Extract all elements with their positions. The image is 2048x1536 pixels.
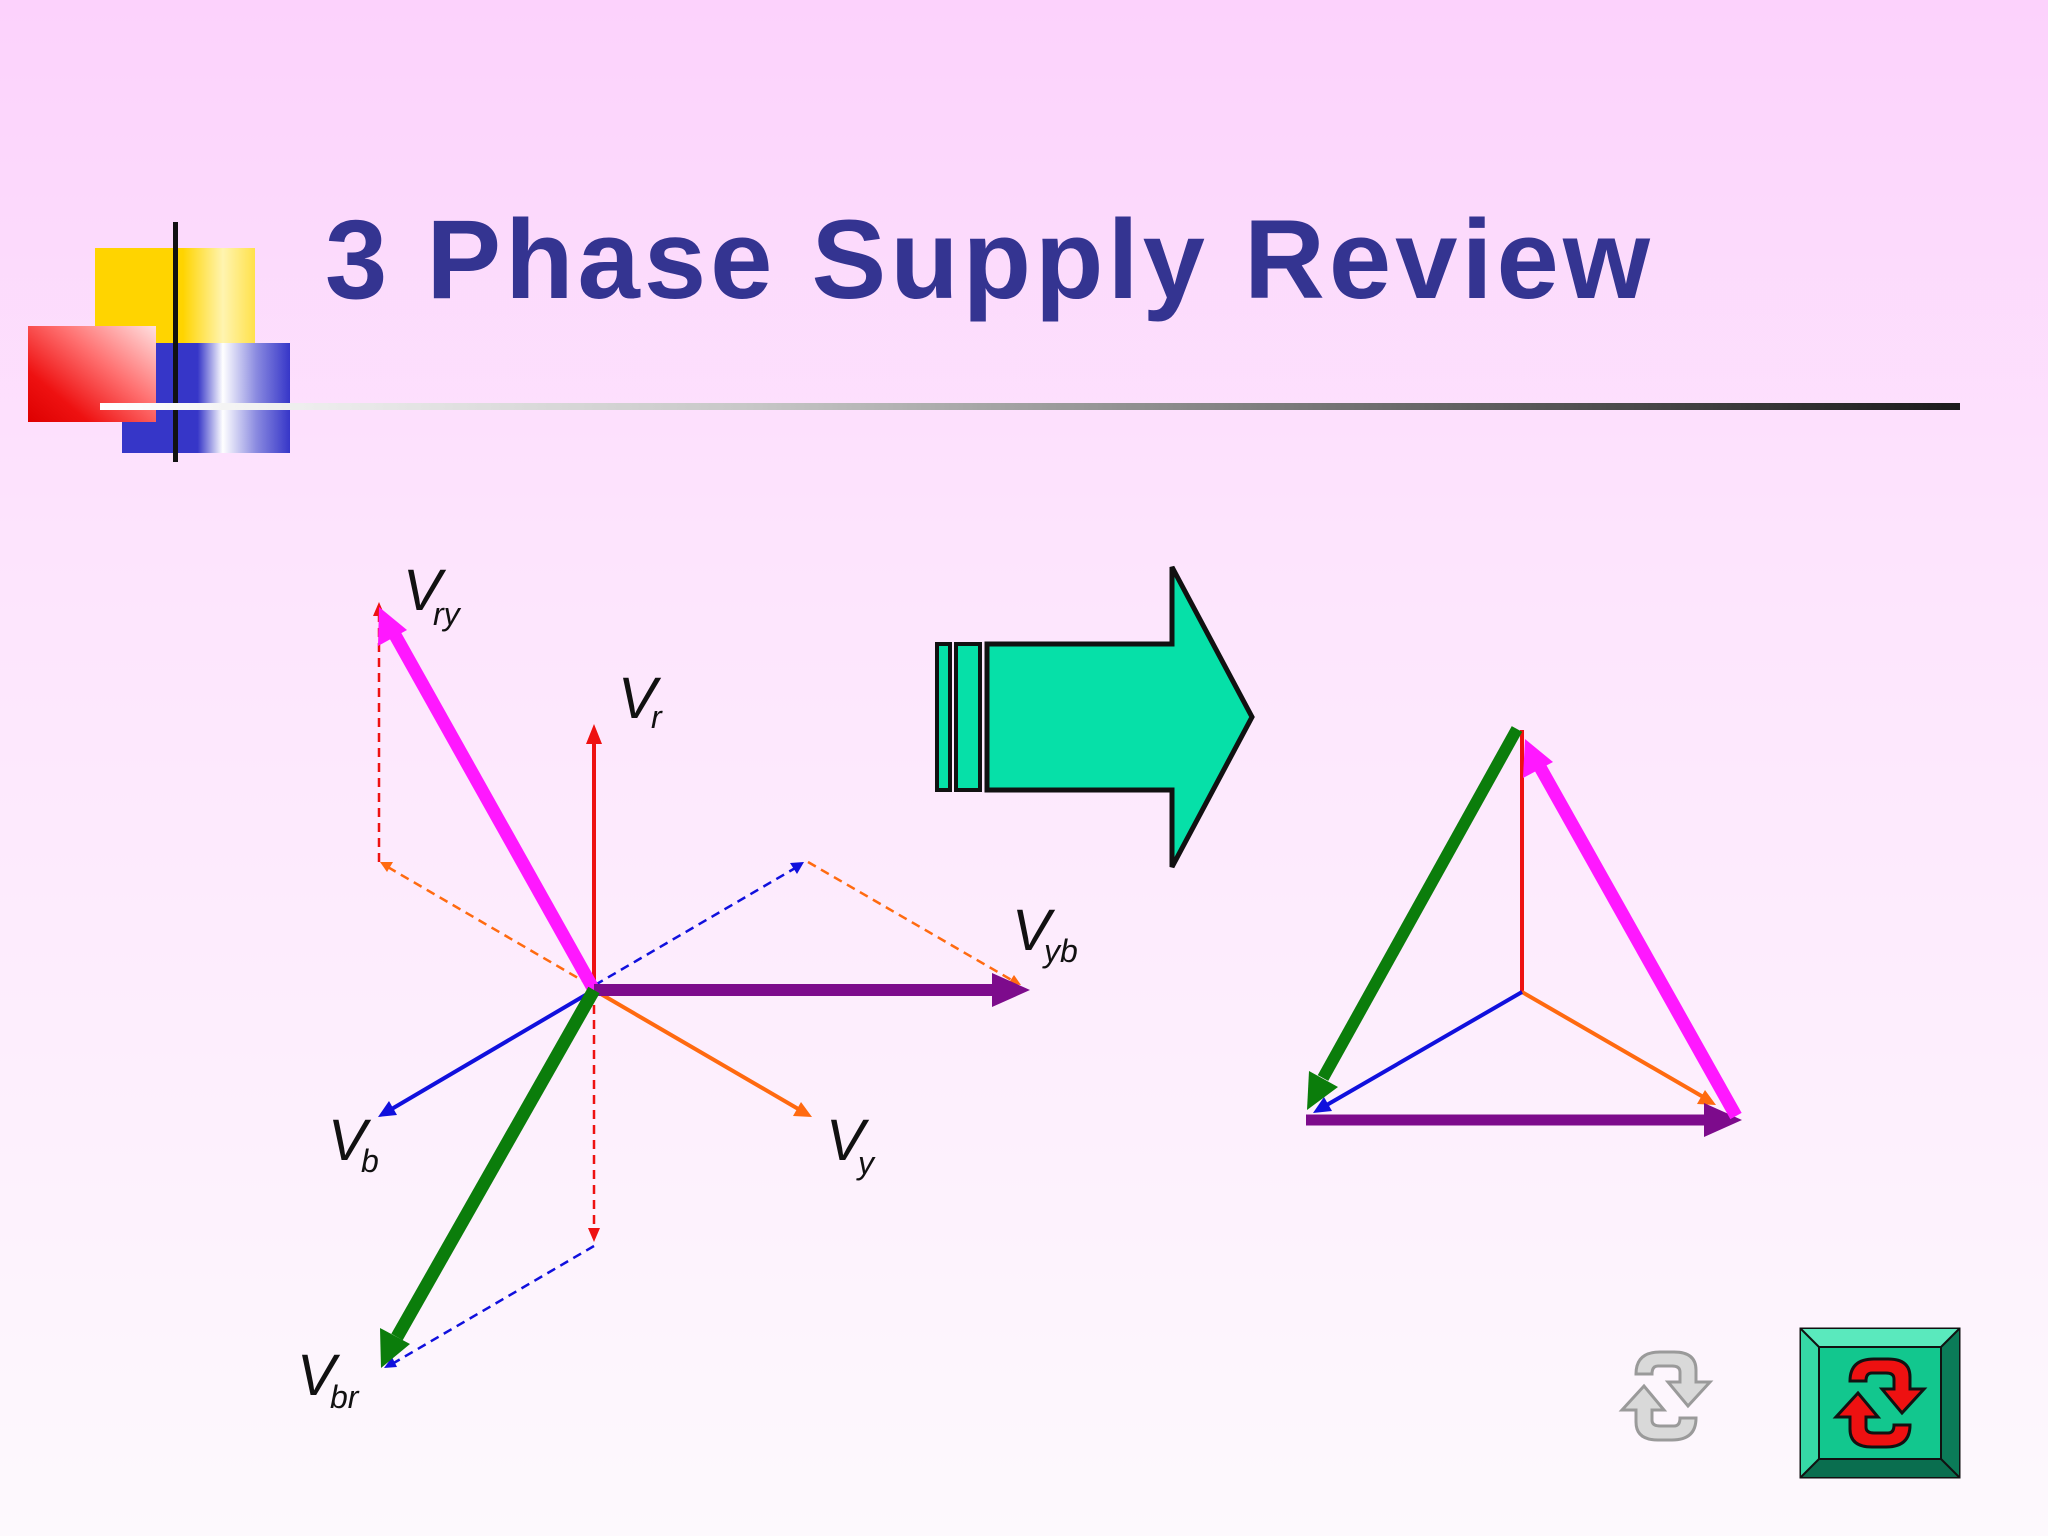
label-vyb-main: V	[1012, 898, 1056, 963]
title-underline	[100, 403, 1960, 410]
phasor-triangle	[1306, 726, 1742, 1137]
return-button-corner-bl	[1800, 1458, 1820, 1478]
label-vr-main: V	[618, 666, 662, 731]
phasor-diagram: V ry V r V yb V b V y V br	[297, 558, 1078, 1415]
color-blocks-decoration	[0, 0, 320, 480]
dashed-vb-shift-head	[384, 1357, 397, 1368]
arrow-tail-stripe-2	[954, 642, 982, 792]
return-button-corner-br	[1940, 1458, 1960, 1478]
phasor-vy	[592, 988, 802, 1112]
dashed-vy-neg	[385, 864, 591, 987]
dashed-vb-neg	[594, 865, 798, 987]
dashed-vy-neg-head	[380, 862, 393, 872]
return-button-bevel-top	[1801, 1329, 1959, 1347]
phasor-vr-head	[586, 724, 602, 744]
label-vry: V ry	[403, 558, 462, 632]
label-vry-sub: ry	[433, 596, 462, 632]
return-button-bevel-right	[1941, 1329, 1959, 1477]
phasor-vbr-head	[380, 1328, 410, 1368]
return-button-bevel-bottom	[1801, 1459, 1959, 1477]
phasor-vbr	[391, 986, 600, 1341]
return-arrows-icon	[1832, 1357, 1928, 1449]
label-vyb-sub: yb	[1042, 933, 1078, 969]
label-vbr: V br	[297, 1343, 360, 1415]
arrow-tail-stripe-1	[935, 642, 952, 792]
dashed-vr-neg-head	[588, 1228, 600, 1242]
phasor-vyb-head	[992, 973, 1030, 1007]
return-button[interactable]	[1799, 1327, 1961, 1479]
phasor-vry	[389, 631, 600, 994]
label-vr-sub: r	[651, 699, 663, 735]
vertical-bar	[173, 222, 178, 462]
label-vy-main: V	[826, 1108, 870, 1173]
right-arrow-icon	[935, 565, 1255, 869]
dashed-vy-shift	[807, 860, 1016, 984]
triangle-vry	[1534, 763, 1742, 1120]
triangle-vbr	[1317, 726, 1523, 1081]
triangle-vry-head	[1523, 739, 1553, 778]
label-vbr-main: V	[297, 1343, 341, 1408]
return-button-corner-tl	[1800, 1328, 1820, 1348]
triangle-vbr-head	[1307, 1071, 1338, 1110]
dashed-vb-neg-head	[790, 862, 804, 874]
label-vr: V r	[618, 666, 663, 735]
return-button-bevel-left	[1801, 1329, 1819, 1477]
label-vy-sub: y	[856, 1145, 876, 1181]
label-vb: V b	[328, 1108, 379, 1179]
return-button-corner-tr	[1940, 1328, 1960, 1348]
label-vyb: V yb	[1012, 898, 1078, 969]
phasor-vb	[388, 988, 596, 1112]
triangle-vy-head	[1697, 1090, 1716, 1105]
label-vb-main: V	[328, 1108, 372, 1173]
slide-title: 3 Phase Supply Review	[325, 197, 1654, 322]
phasor-vb-head	[378, 1101, 397, 1117]
label-vy: V y	[826, 1108, 876, 1181]
return-arrows-icon	[1618, 1350, 1714, 1442]
phasor-vy-head	[793, 1102, 812, 1117]
triangle-vb-head	[1313, 1097, 1332, 1113]
label-vbr-sub: br	[330, 1379, 360, 1415]
label-vb-sub: b	[361, 1143, 379, 1179]
return-button-disabled[interactable]	[1618, 1350, 1714, 1442]
triangle-vyb-head	[1704, 1103, 1742, 1137]
triangle-vb	[1323, 990, 1524, 1108]
dashed-vb-shift	[391, 1244, 595, 1366]
arrow-body	[984, 565, 1255, 869]
triangle-vy	[1520, 990, 1707, 1100]
label-vry-main: V	[403, 558, 447, 623]
phasor-vry-head	[378, 607, 407, 646]
